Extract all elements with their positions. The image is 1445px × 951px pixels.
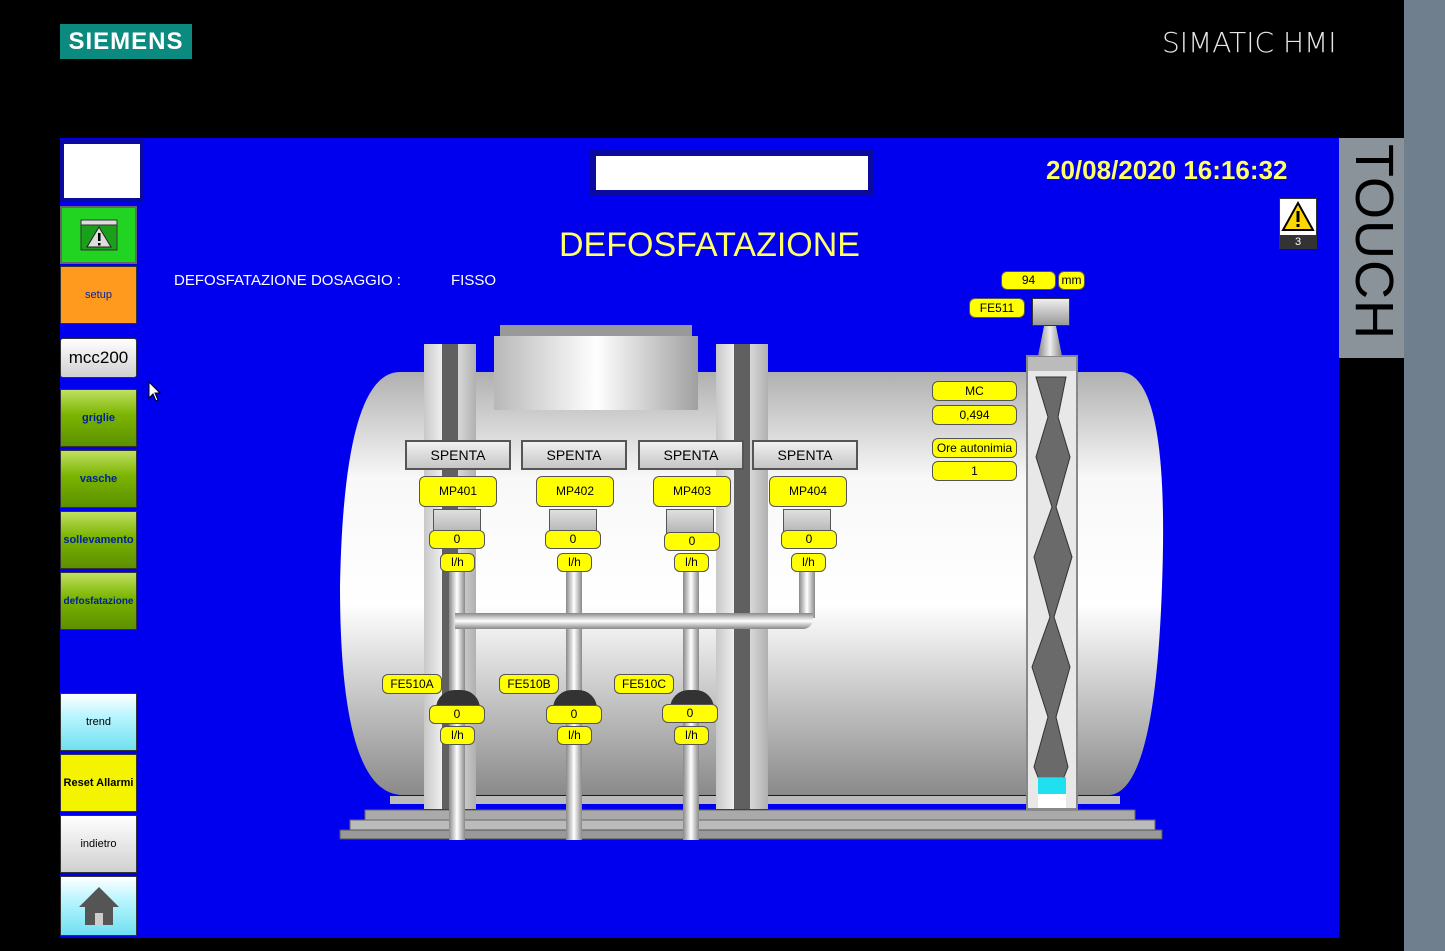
home-icon: [78, 887, 119, 925]
vasche-button[interactable]: vasche: [60, 450, 137, 508]
alarm-window-icon: [80, 219, 117, 251]
level-sensor-name[interactable]: FE511: [969, 298, 1025, 318]
mouse-cursor-icon: [148, 381, 162, 402]
alarm-count: 3: [1279, 236, 1317, 249]
message-box[interactable]: [596, 156, 868, 190]
alarm-indicator[interactable]: 3: [1279, 198, 1317, 250]
flowmeter-value-fe510a: 0: [429, 705, 485, 724]
griglie-button[interactable]: griglie: [60, 389, 137, 447]
flowmeter-name-fe510a[interactable]: FE510A: [382, 674, 442, 694]
level-gauge-graphic: [1028, 357, 1076, 808]
pump-unit-mp402: l/h: [557, 553, 592, 572]
level-fill: [1038, 777, 1066, 794]
message-box-frame: [590, 150, 874, 196]
pump-name-mp404[interactable]: MP404: [769, 476, 847, 507]
touch-text: TOUCH: [1344, 144, 1404, 341]
datetime: 20/08/2020 16:16:32: [1046, 155, 1288, 185]
pump-value-mp402: 0: [545, 530, 601, 549]
reset-alarms-button[interactable]: Reset Allarmi: [60, 754, 137, 812]
pump-status-mp401: SPENTA: [405, 440, 511, 470]
setup-button[interactable]: setup: [60, 266, 137, 324]
page-title: DEFOSFATAZIONE: [559, 226, 860, 264]
level-gauge-column: [1026, 355, 1078, 810]
blank-button[interactable]: [60, 140, 144, 202]
pump-status-mp403: SPENTA: [638, 440, 744, 470]
flowmeter-name-fe510c[interactable]: FE510C: [614, 674, 674, 694]
touch-label: TOUCH: [1339, 138, 1404, 358]
autonomy-value: 1: [932, 461, 1017, 481]
flowmeter-unit-fe510c: l/h: [674, 726, 709, 745]
home-button[interactable]: [60, 876, 137, 936]
pump-name-mp402[interactable]: MP402: [536, 476, 614, 507]
sidebar: setup mcc200 griglie vasche sollevamento…: [60, 138, 145, 938]
flowmeter-name-fe510b[interactable]: FE510B: [499, 674, 559, 694]
trend-button[interactable]: trend: [60, 693, 137, 751]
pump-value-mp404: 0: [781, 530, 837, 549]
warning-icon-box: [1279, 198, 1317, 236]
dosing-value: FISSO: [451, 272, 497, 289]
product-title: SIMATIC HMI: [1162, 26, 1337, 59]
mcc200-button[interactable]: mcc200: [60, 338, 137, 378]
sollevamento-button[interactable]: sollevamento: [60, 511, 137, 569]
autonomy-label: Ore autonimia: [932, 438, 1017, 458]
mc-value: 0,494: [932, 405, 1017, 425]
pump-unit-mp401: l/h: [440, 553, 475, 572]
pipe-4: [799, 560, 815, 618]
flowmeter-unit-fe510a: l/h: [440, 726, 475, 745]
flowmeter-unit-fe510b: l/h: [557, 726, 592, 745]
level-sensor-head: [1032, 298, 1070, 326]
support-column-right-core: [734, 344, 750, 809]
siemens-logo: SIEMENS: [60, 24, 192, 59]
mc-label: MC: [932, 381, 1017, 401]
alarm-window-button[interactable]: [60, 206, 137, 264]
back-button[interactable]: indietro: [60, 815, 137, 873]
flowmeter-value-fe510c: 0: [662, 704, 718, 723]
pump-status-mp404: SPENTA: [752, 440, 858, 470]
defosfatazione-button[interactable]: defosfatazione: [60, 572, 137, 630]
warning-icon: [1281, 200, 1315, 231]
pipe-manifold: [455, 613, 813, 629]
pump-name-mp401[interactable]: MP401: [419, 476, 497, 507]
level-value: 94: [1001, 271, 1056, 290]
pump-value-mp403: 0: [664, 532, 720, 551]
pump-unit-mp403: l/h: [674, 553, 709, 572]
device-bezel-strip: [1404, 0, 1445, 951]
flowmeter-value-fe510b: 0: [546, 705, 602, 724]
pump-name-mp403[interactable]: MP403: [653, 476, 731, 507]
pump-unit-mp404: l/h: [791, 553, 826, 572]
dosing-label: DEFOSFATAZIONE DOSAGGIO :: [174, 272, 401, 289]
pump-status-mp402: SPENTA: [521, 440, 627, 470]
level-unit: mm: [1058, 271, 1085, 290]
pump-value-mp401: 0: [429, 530, 485, 549]
